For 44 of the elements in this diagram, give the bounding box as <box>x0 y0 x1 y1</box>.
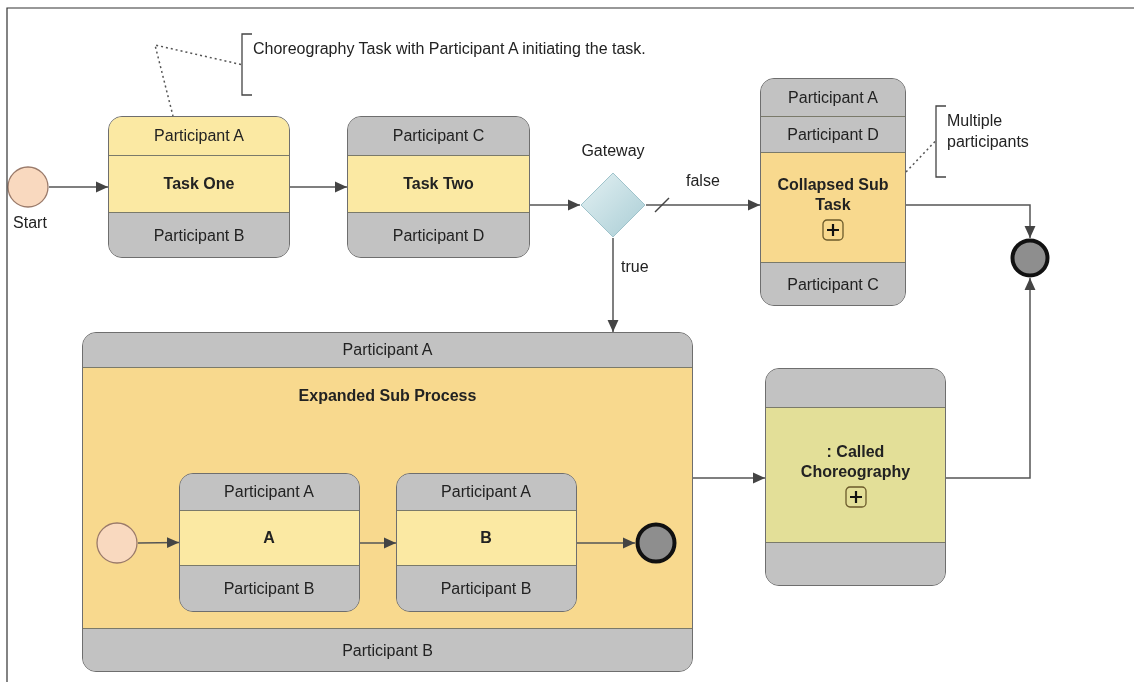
multi-participant-task <box>760 78 906 306</box>
choreography-task <box>765 368 946 586</box>
annotation-text: Multiple participants <box>947 111 1030 152</box>
choreography-task <box>395 472 577 612</box>
participant-name: Participant A <box>342 340 433 360</box>
annotation-text: Choreography Task with Participant A initiating the task. <box>253 39 647 59</box>
sequence-arrow <box>645 199 761 211</box>
choreography-task <box>82 332 693 672</box>
sequence-arrow <box>529 199 581 211</box>
participant-name: Participant A <box>224 481 314 502</box>
task-name: A <box>263 527 275 548</box>
participant-name: Participant D <box>392 226 485 246</box>
task-name: B <box>480 527 492 548</box>
participant-name: Participant C <box>787 275 879 295</box>
participant-name: Participant B <box>342 640 433 661</box>
event-label: Start <box>12 214 48 232</box>
sequence-arrow <box>905 204 1036 239</box>
leader-line <box>905 140 936 173</box>
sequence-arrow <box>359 537 397 549</box>
participant-name: Participant B <box>440 579 532 599</box>
task-name: Task One <box>163 174 235 194</box>
sequence-arrow <box>692 472 766 484</box>
sequence-arrow <box>607 237 619 333</box>
task-name: Expanded Sub Process <box>298 386 477 406</box>
participant-name: Participant B <box>153 226 245 246</box>
sequence-arrow <box>48 181 109 193</box>
participant-name: Participant A <box>788 87 878 108</box>
sequence-arrow <box>576 537 636 549</box>
sequence-arrow <box>945 277 1036 479</box>
participant-name: Participant C <box>392 126 485 146</box>
gateway-label: Gateway <box>580 142 646 160</box>
participant-name: Participant D <box>787 124 879 145</box>
task-name: : Called Choreography <box>799 442 912 482</box>
sequence-arrow <box>137 537 180 549</box>
choreography-task <box>178 472 360 612</box>
choreography-task <box>347 116 530 258</box>
leader-line <box>153 44 242 117</box>
participant-name: Participant A <box>154 126 244 146</box>
sequence-arrow <box>289 181 348 193</box>
task-name: Task Two <box>403 174 474 194</box>
choreography-task <box>108 116 290 258</box>
participant-name: Participant B <box>223 579 315 599</box>
task-name: Collapsed Sub Task <box>776 174 890 215</box>
participant-name: Participant A <box>441 481 531 502</box>
